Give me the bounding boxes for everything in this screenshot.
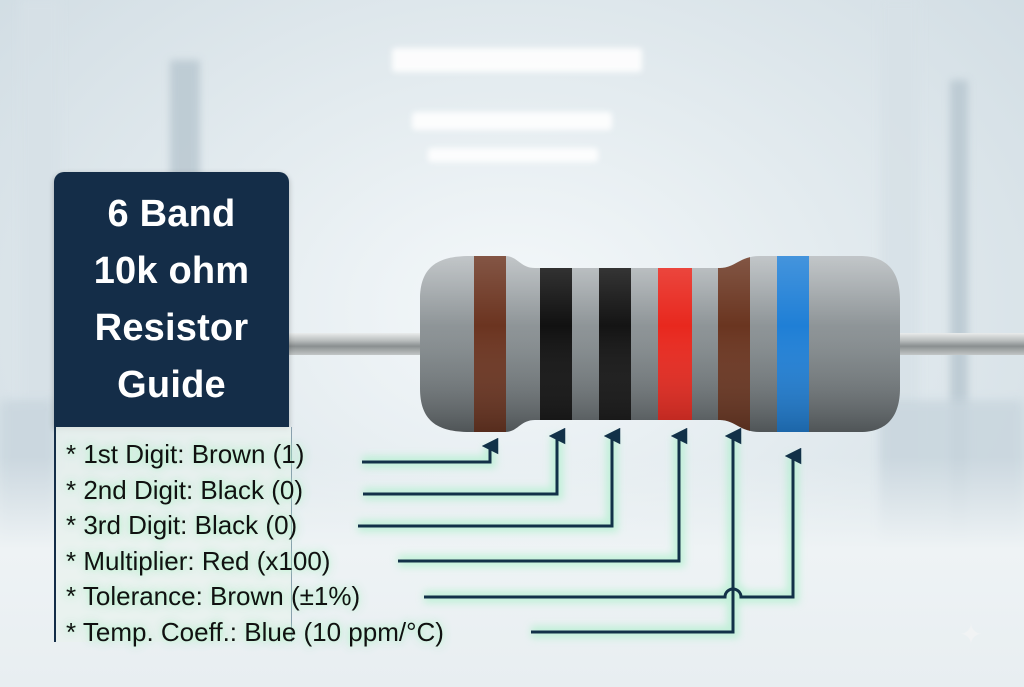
sparkle-icon: ✦ — [959, 619, 983, 650]
ceiling-light — [392, 48, 642, 72]
title-line-2: 10k ohm — [93, 249, 250, 292]
arrow-temp-coefficient — [531, 427, 742, 634]
arrow-3rd-digit — [358, 427, 621, 528]
legend-item-temp-coefficient: * Temp. Coeff.: Blue (10 ppm/°C) — [66, 616, 444, 647]
arrow-multiplier — [398, 427, 688, 563]
legend-panel — [54, 427, 292, 642]
legend-item-2nd-digit: * 2nd Digit: Black (0) — [66, 474, 303, 505]
title-line-1: 6 Band — [107, 192, 236, 235]
legend-item-tolerance: * Tolerance: Brown (±1%) — [66, 581, 361, 611]
legend-item-3rd-digit: * 3rd Digit: Black (0) — [66, 510, 298, 540]
right-lead-wire — [885, 333, 1024, 355]
band-legend: * 1st Digit: Brown (1) * 2nd Digit: Blac… — [66, 437, 444, 650]
legend-item-1st-digit: * 1st Digit: Brown (1) — [66, 439, 305, 469]
ceiling-light — [428, 148, 598, 162]
arrow-2nd-digit — [363, 427, 566, 496]
ceiling-light — [412, 112, 612, 130]
title-line-3: Resistor — [94, 306, 249, 349]
arrow-1st-digit — [362, 437, 499, 464]
title-panel: 6 Band 10k ohm Resistor Guide — [54, 172, 289, 427]
left-lead-wire — [289, 333, 424, 355]
title-line-4: Guide — [117, 363, 226, 406]
legend-item-multiplier: * Multiplier: Red (x100) — [66, 545, 331, 576]
